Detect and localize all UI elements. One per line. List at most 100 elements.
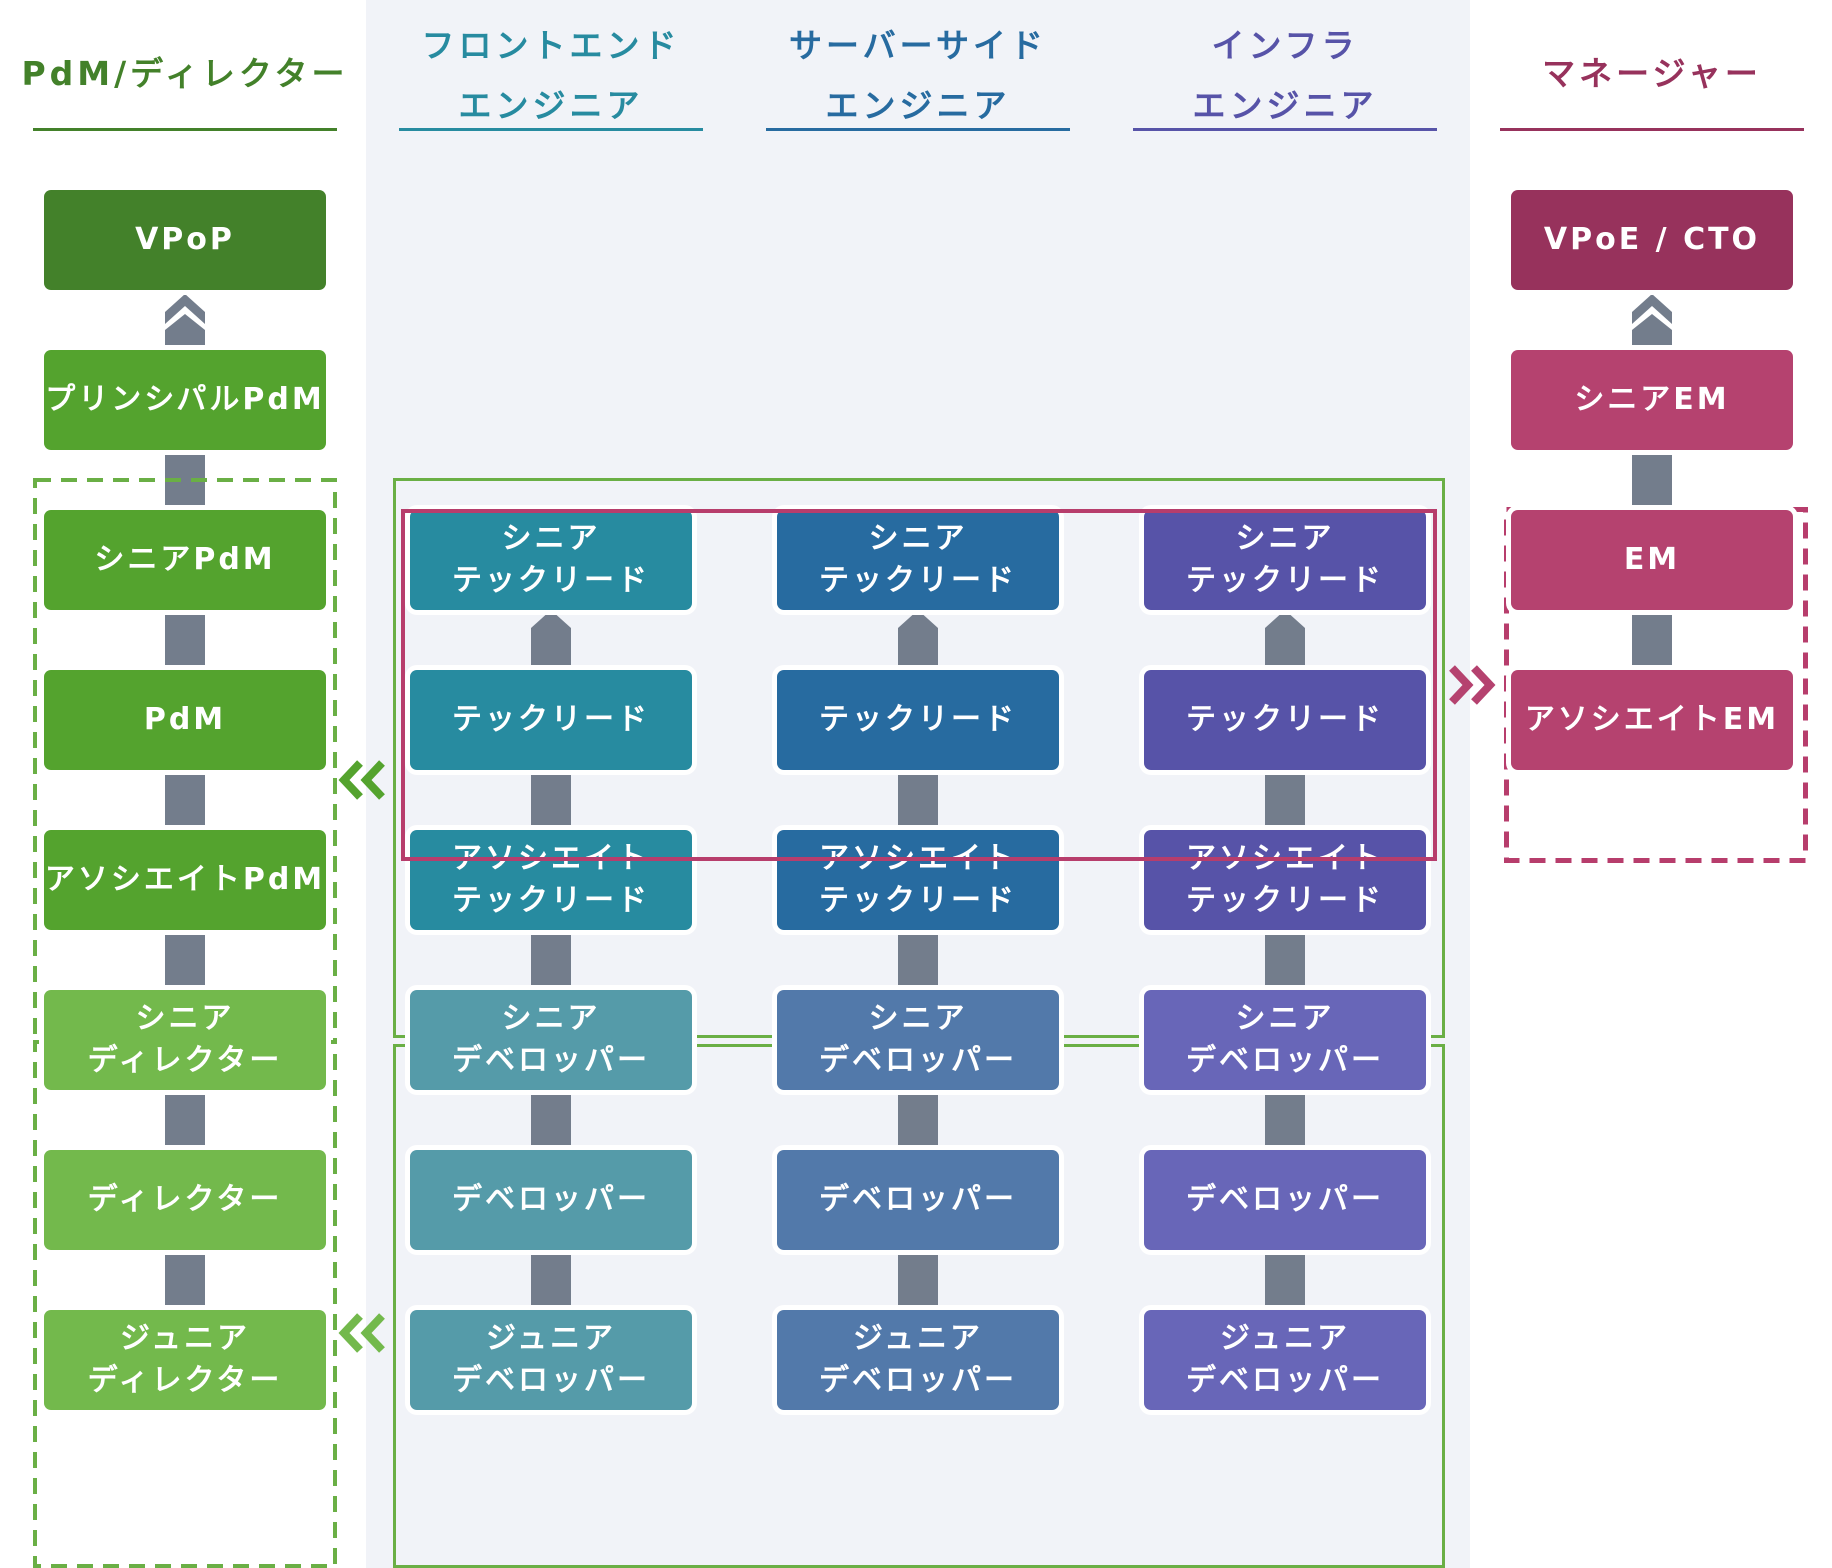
role-box-label: デベロッパー [819,1182,1017,1217]
role-box-pdm: PdM [44,670,326,770]
connector-bar [531,766,571,834]
frame-developer-group [393,1044,1445,1568]
role-box-label: テックリード [1186,702,1384,737]
role-box-label: アソシエイトEM [1524,702,1780,737]
role-box-label: シニアEM [1574,382,1730,417]
role-box-label: プリンシパルPdM [45,382,325,417]
connector-bar [1632,446,1672,514]
column-header-line: エンジニア [458,86,644,125]
role-box-pdm: シニアPdM [44,510,326,610]
role-box-label: PdM [143,702,227,737]
connector-bar [531,1246,571,1314]
role-box-manager: シニアEM [1511,350,1793,450]
frame-em-group [1504,507,1808,863]
role-box-infra: シニアテックリード [1144,510,1426,610]
column-header-infra: インフラエンジニア [1101,16,1469,136]
role-box-label: デベロッパー [1186,1363,1384,1398]
role-box-frontend: シニアデベロッパー [410,990,692,1090]
connector-bar [1265,1246,1305,1314]
role-box-infra: ジュニアデベロッパー [1144,1310,1426,1410]
role-box-label: テックリード [452,883,650,918]
column-header-line: エンジニア [825,86,1011,125]
column-header-line: PdM/ディレクター [21,54,349,93]
role-box-manager: アソシエイトEM [1511,670,1793,770]
role-box-label: デベロッパー [819,1043,1017,1078]
role-box-label: シニア [868,521,968,556]
column-header-server: サーバーサイドエンジニア [734,16,1102,136]
column-header-underline [766,128,1070,131]
role-box-manager: EM [1511,510,1793,610]
double-chevron-left-icon [338,1313,385,1353]
connector-bar [898,1086,938,1154]
role-box-label: デベロッパー [819,1363,1017,1398]
double-chevron-up-icon [165,294,205,360]
role-box-infra: テックリード [1144,670,1426,770]
column-header-underline [33,128,337,131]
role-box-label: ジュニア [1220,1321,1350,1356]
role-box-infra: デベロッパー [1144,1150,1426,1250]
role-box-label: デベロッパー [452,1182,650,1217]
double-chevron-up-icon [1632,294,1672,360]
role-box-label: VPoP [135,222,235,257]
role-box-pdm: VPoP [44,190,326,290]
connector-bar [1265,926,1305,994]
role-box-label: EM [1623,542,1681,577]
role-box-frontend: ジュニアデベロッパー [410,1310,692,1410]
connector-bar [1632,606,1672,674]
connector-bar [898,1246,938,1314]
role-box-pdm: プリンシパルPdM [44,350,326,450]
frame-director-group [33,1040,337,1568]
connector-bar [1265,1086,1305,1154]
role-box-label: ディレクター [87,1182,283,1217]
role-box-label: デベロッパー [452,1043,650,1078]
role-box-label: シニア [1235,1001,1335,1036]
connector-bar [1265,766,1305,834]
role-box-label: シニア [501,1001,601,1036]
connector-bar [898,766,938,834]
promotion-arrow-icon [1265,610,1305,674]
column-header-line: フロントエンド [421,26,681,65]
role-box-label: シニア [135,1001,235,1036]
role-box-label: デベロッパー [1186,1182,1384,1217]
promotion-arrow-icon [898,610,938,674]
role-box-label: テックリード [819,563,1017,598]
column-header-pdm: PdM/ディレクター [1,44,369,104]
role-box-server: シニアテックリード [777,510,1059,610]
role-box-frontend: アソシエイトテックリード [410,830,692,930]
role-box-label: ジュニア [486,1321,616,1356]
role-box-frontend: シニアテックリード [410,510,692,610]
role-box-label: テックリード [819,702,1017,737]
double-chevron-right-icon [1449,665,1496,705]
role-box-pdm: ディレクター [44,1150,326,1250]
role-box-label: ディレクター [87,1363,283,1398]
role-box-label: ジュニア [853,1321,983,1356]
column-header-manager: マネージャー [1468,44,1832,104]
role-box-label: シニア [501,521,601,556]
connector-bar [531,1086,571,1154]
connector-bar [898,926,938,994]
column-header-underline [1133,128,1437,131]
role-box-label: テックリード [1186,883,1384,918]
role-box-frontend: テックリード [410,670,692,770]
role-box-label: シニアPdM [94,542,276,577]
role-box-label: テックリード [452,702,650,737]
frame-pdm-group [33,478,337,1044]
role-box-label: シニア [1235,521,1335,556]
role-box-frontend: デベロッパー [410,1150,692,1250]
role-box-label: アソシエイトPdM [44,862,326,897]
double-chevron-left-icon [338,760,385,800]
role-box-label: テックリード [452,563,650,598]
role-box-infra: シニアデベロッパー [1144,990,1426,1090]
role-box-server: シニアデベロッパー [777,990,1059,1090]
role-box-manager: VPoE / CTO [1511,190,1793,290]
column-header-line: エンジニア [1192,86,1378,125]
connector-bar [165,1246,205,1314]
column-header-line: サーバーサイド [788,26,1047,65]
column-header-line: マネージャー [1542,54,1762,93]
role-box-pdm: アソシエイトPdM [44,830,326,930]
column-header-line: インフラ [1211,26,1359,65]
role-box-label: テックリード [819,883,1017,918]
connector-bar [165,1086,205,1154]
role-box-server: デベロッパー [777,1150,1059,1250]
role-box-pdm: シニアディレクター [44,990,326,1090]
